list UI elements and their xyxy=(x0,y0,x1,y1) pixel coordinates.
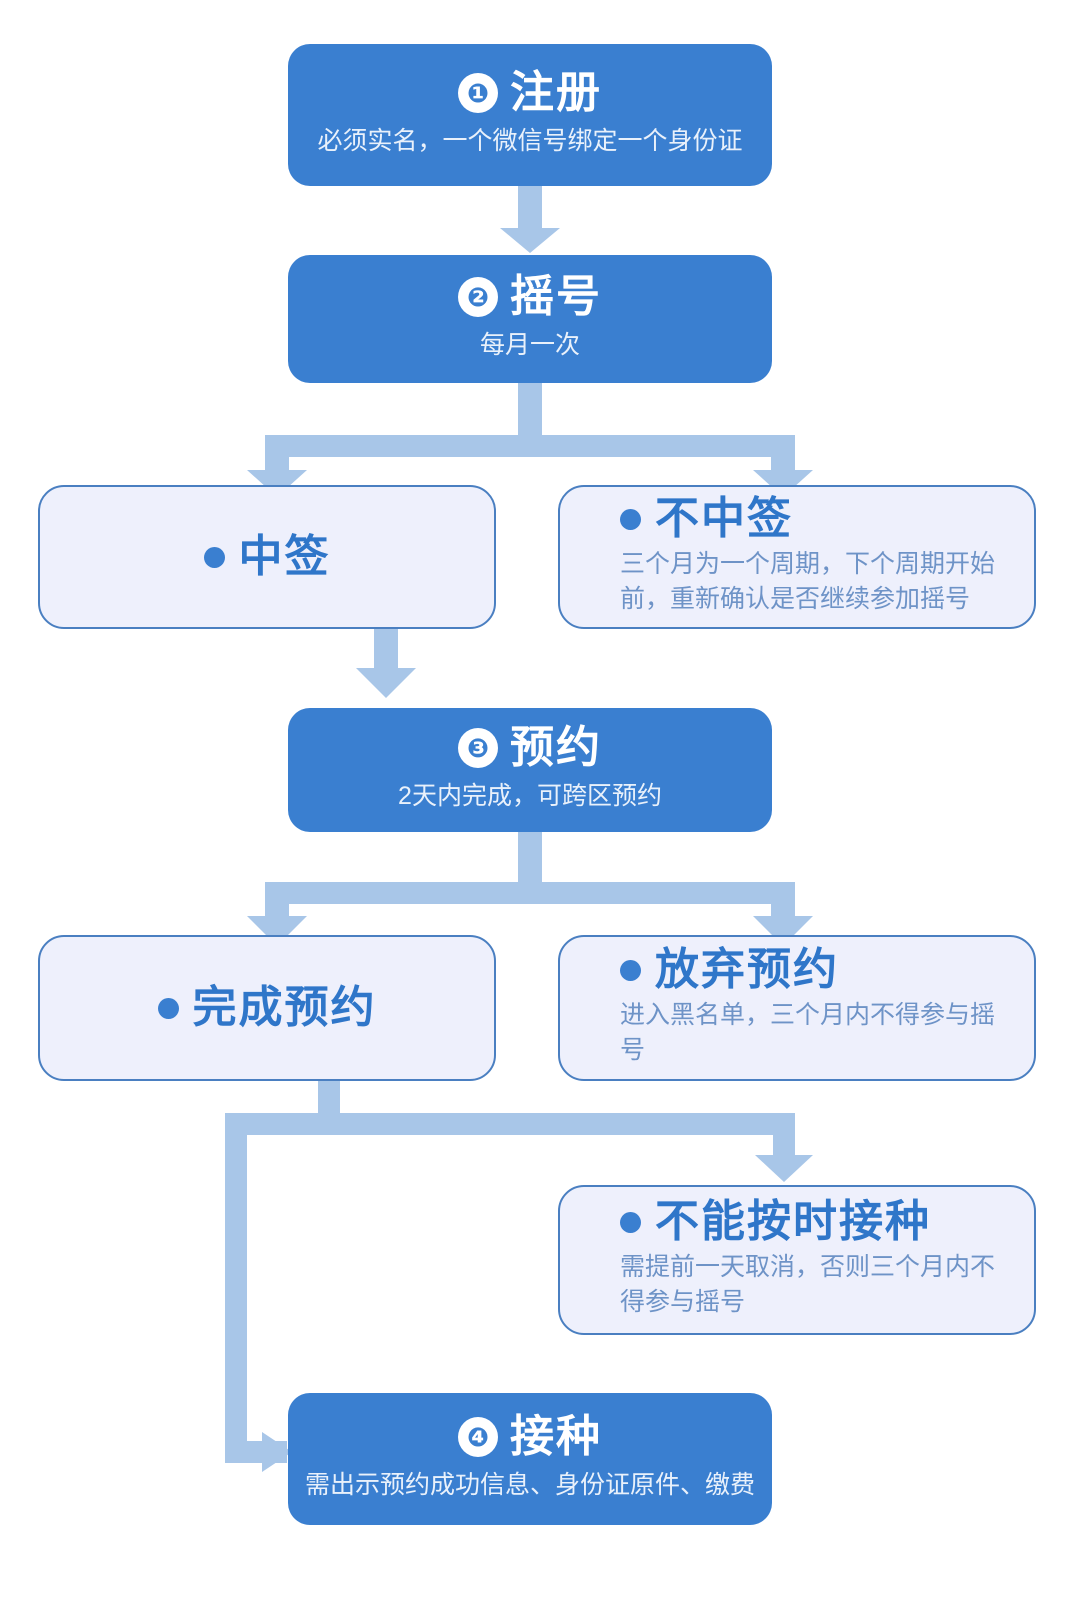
bullet-dot-icon xyxy=(620,1212,641,1233)
node-register-title: 注册 xyxy=(510,68,602,118)
node-cannot-attend-headline: 不能按时接种 xyxy=(620,1199,1000,1245)
node-lottery-title: 摇号 xyxy=(510,272,602,322)
node-won[interactable]: 中签 xyxy=(38,485,496,629)
node-vaccinate-headline: ❹ 接种 xyxy=(458,1412,602,1462)
node-vaccinate-subtitle: 需出示预约成功信息、身份证原件、缴费 xyxy=(304,1471,755,1500)
bullet-dot-icon xyxy=(620,960,641,981)
node-give-up-subtitle: 进入黑名单，三个月内不得参与摇号 xyxy=(620,1000,996,1065)
node-vaccinate-title: 接种 xyxy=(510,1412,602,1462)
edge-appointment-fork xyxy=(247,832,813,946)
node-register-subtitle: 必须实名，一个微信号绑定一个身份证 xyxy=(317,127,743,156)
node-appointment-subtitle: 2天内完成，可跨区预约 xyxy=(398,782,662,811)
node-won-title: 中签 xyxy=(238,531,331,581)
node-give-up-headline: 放弃预约 xyxy=(620,947,1000,993)
node-won-headline: 中签 xyxy=(203,531,331,581)
node-vaccinate[interactable]: ❹ 接种 需出示预约成功信息、身份证原件、缴费 xyxy=(288,1393,772,1525)
node-cannot-attend[interactable]: 不能按时接种 需提前一天取消，否则三个月内不得参与摇号 xyxy=(558,1185,1036,1335)
node-lottery-headline: ❷ 摇号 xyxy=(458,272,602,322)
node-give-up[interactable]: 放弃预约 进入黑名单，三个月内不得参与摇号 xyxy=(558,935,1036,1081)
bullet-dot-icon xyxy=(203,546,225,568)
edge-register-to-lottery xyxy=(500,186,560,253)
node-cannot-attend-title: 不能按时接种 xyxy=(655,1197,931,1247)
bullet-dot-icon xyxy=(157,997,179,1019)
node-appointment[interactable]: ❸ 预约 2天内完成，可跨区预约 xyxy=(288,708,772,832)
node-not-won[interactable]: 不中签 三个月为一个周期，下个周期开始前，重新确认是否继续参加摇号 xyxy=(558,485,1036,629)
edge-lottery-fork xyxy=(247,383,813,497)
node-register[interactable]: ❶ 注册 必须实名，一个微信号绑定一个身份证 xyxy=(288,44,772,186)
node-lottery[interactable]: ❷ 摇号 每月一次 xyxy=(288,255,772,383)
edge-done-fork xyxy=(225,1081,813,1472)
node-appointment-done[interactable]: 完成预约 xyxy=(38,935,496,1081)
step-number-badge-4: ❹ xyxy=(458,1417,498,1458)
node-not-won-title: 不中签 xyxy=(655,494,793,544)
node-lottery-subtitle: 每月一次 xyxy=(479,331,580,360)
step-number-badge-3: ❸ xyxy=(458,728,498,769)
node-appointment-title: 预约 xyxy=(510,723,602,773)
node-appointment-done-title: 完成预约 xyxy=(192,982,377,1032)
node-not-won-headline: 不中签 xyxy=(620,496,1000,542)
node-give-up-title: 放弃预约 xyxy=(655,945,839,995)
node-cannot-attend-subtitle: 需提前一天取消，否则三个月内不得参与摇号 xyxy=(620,1252,996,1317)
step-number-badge-1: ❶ xyxy=(458,73,498,114)
node-not-won-subtitle: 三个月为一个周期，下个周期开始前，重新确认是否继续参加摇号 xyxy=(620,549,996,614)
node-appointment-headline: ❸ 预约 xyxy=(458,723,602,773)
edge-won-to-appointment xyxy=(356,629,416,698)
node-appointment-done-headline: 完成预约 xyxy=(157,982,377,1032)
step-number-badge-2: ❷ xyxy=(458,277,498,318)
bullet-dot-icon xyxy=(620,509,641,530)
node-register-headline: ❶ 注册 xyxy=(458,68,602,118)
